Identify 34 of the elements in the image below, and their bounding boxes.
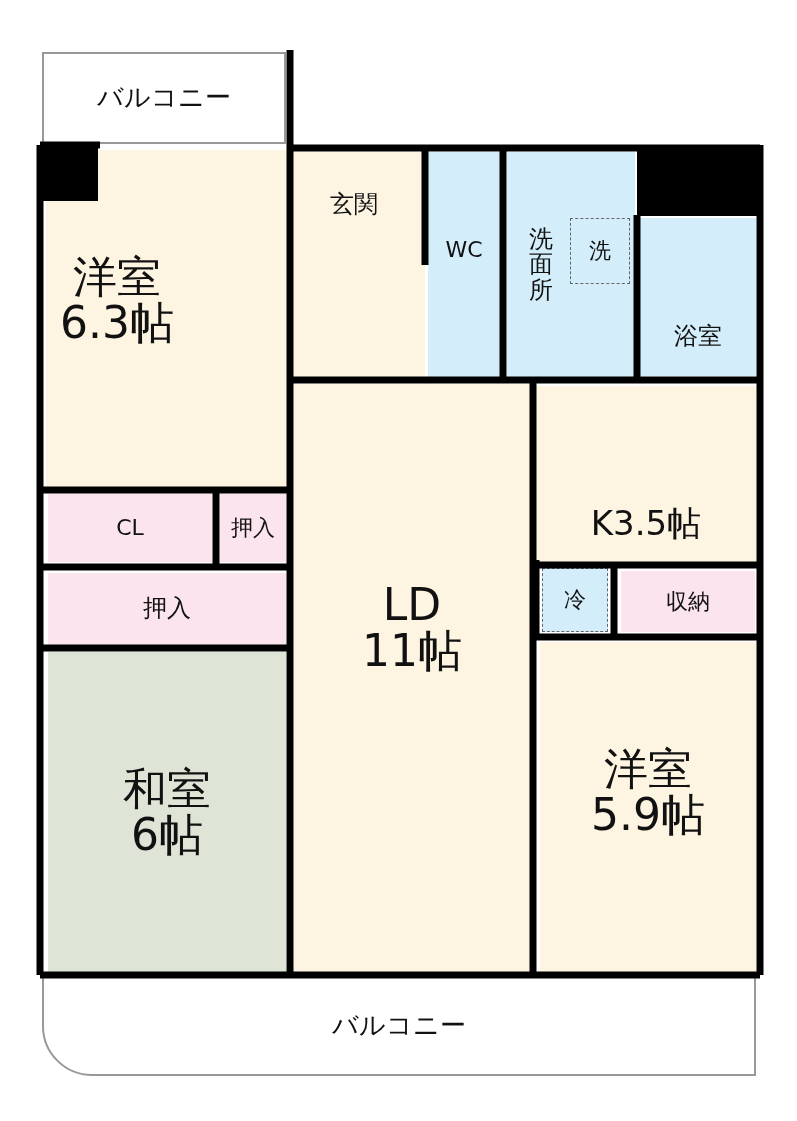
room-label: 洗面所 <box>528 227 554 303</box>
fridge-space <box>542 568 608 632</box>
balcony-area <box>42 976 756 1076</box>
room-label: 収納 <box>666 589 710 614</box>
room-area <box>540 642 756 972</box>
closet-area <box>220 494 286 562</box>
room-label: 和室6帖 <box>123 765 211 859</box>
room-label: 洋室5.9帖 <box>591 745 705 839</box>
room-label: 押入 <box>143 596 191 622</box>
room-label: 浴室 <box>674 324 722 350</box>
room-area <box>536 386 756 562</box>
room-area <box>293 152 425 378</box>
room-label: バルコニー <box>97 84 231 112</box>
balcony-area <box>42 52 286 144</box>
room-area <box>294 384 530 972</box>
room-label: 押入 <box>231 516 275 540</box>
room-label: 冷 <box>564 588 586 612</box>
closet-area <box>48 573 286 645</box>
room-area <box>507 152 635 378</box>
room-label: LD11帖 <box>362 581 462 675</box>
room-label: WC <box>445 238 483 262</box>
room-label: 洋室6.3帖 <box>60 253 174 347</box>
room-area <box>428 152 500 378</box>
tatami-room-area <box>48 652 286 972</box>
washer-space <box>570 218 630 284</box>
room-label: 洗 <box>589 239 611 263</box>
room-label: K3.5帖 <box>590 506 702 542</box>
room-area <box>46 150 288 490</box>
room-label: 玄関 <box>330 192 378 218</box>
room-label: バルコニー <box>332 1012 466 1040</box>
room-label: CL <box>116 516 144 540</box>
closet-area <box>621 571 755 632</box>
closet-area <box>48 494 212 562</box>
room-area <box>640 218 756 376</box>
